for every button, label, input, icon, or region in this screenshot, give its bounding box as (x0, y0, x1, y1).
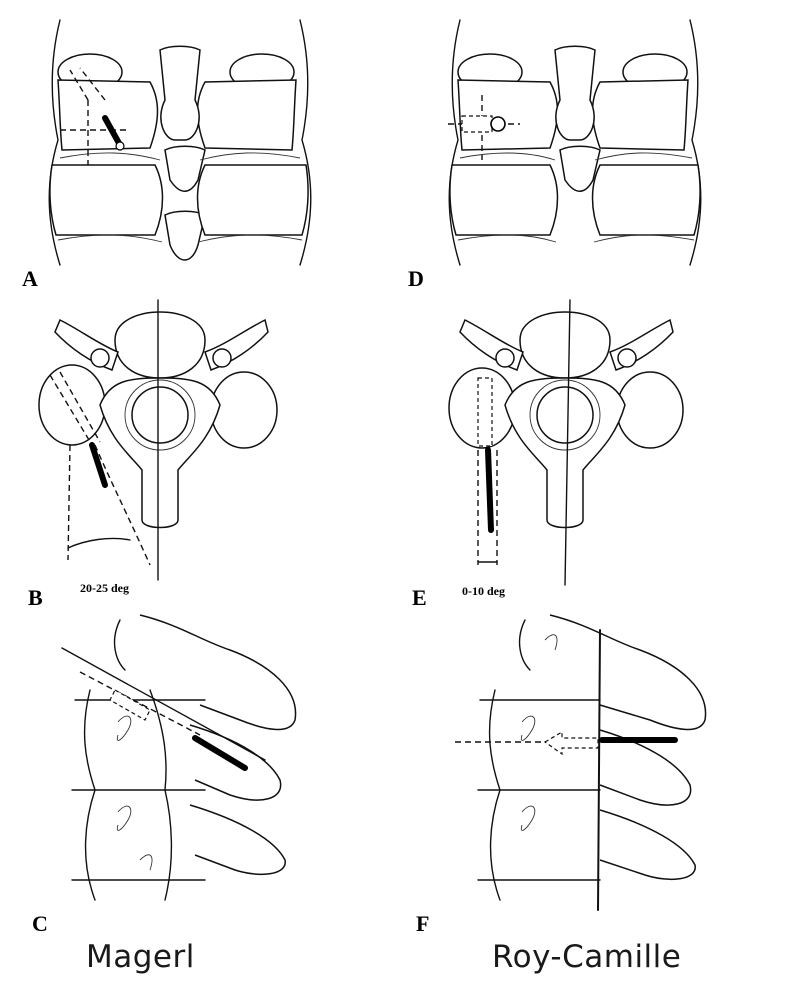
panel-label-a: A (22, 266, 38, 291)
panel-e-drawing (448, 299, 684, 586)
panel-a-drawing (48, 19, 312, 266)
panel-d-drawing (448, 19, 702, 266)
panel-c-drawing (61, 614, 297, 901)
caption-magerl: Magerl (86, 939, 195, 975)
angle-label-roy-camille: 0-10 deg (462, 584, 505, 598)
panel-b-drawing (38, 299, 278, 581)
angle-label-magerl: 20-25 deg (80, 581, 129, 595)
panel-label-f: F (416, 911, 430, 936)
panel-label-c: C (32, 911, 48, 936)
panel-label-d: D (408, 266, 424, 291)
panel-label-e: E (412, 585, 427, 610)
caption-roy-camille: Roy-Camille (492, 939, 682, 975)
panel-f-drawing (455, 614, 707, 911)
panel-label-b: B (28, 585, 43, 610)
